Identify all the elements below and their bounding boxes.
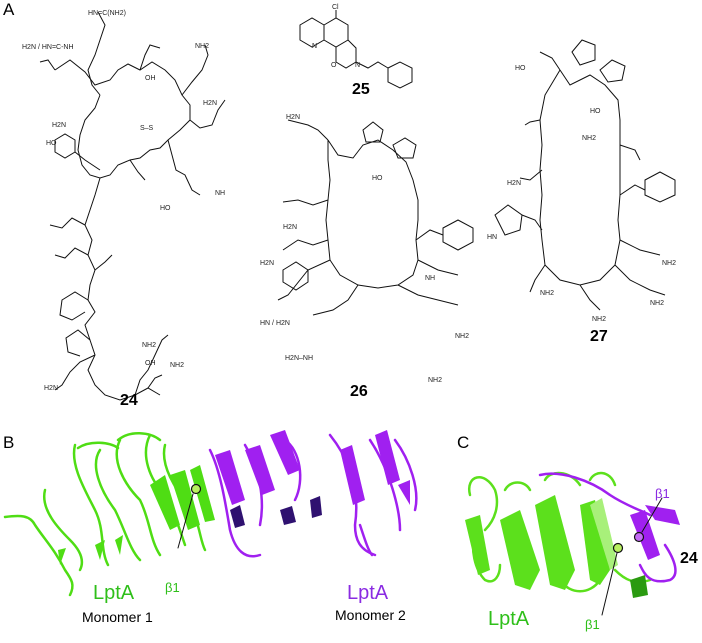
ligand-beta1-label: β1	[655, 486, 670, 501]
chem-label: O	[331, 62, 337, 69]
ligand-24-label: 24	[680, 550, 698, 567]
chem-label: NH2	[592, 316, 607, 323]
monomer2-subtitle: Monomer 2	[335, 607, 406, 623]
lpta-dimer-ribbon	[3, 430, 418, 597]
chem-label: HO	[160, 205, 171, 212]
chem-label: HN / H2N	[260, 320, 290, 327]
chem-label: S–S	[140, 125, 154, 132]
panel-a-label: A	[3, 0, 15, 19]
monomer1-name: LptA	[93, 582, 135, 604]
chem-label: NH2	[195, 43, 210, 50]
chem-label: NH2	[650, 300, 665, 307]
panel-c-label: C	[457, 433, 470, 452]
chem-label: H2N / HN=C-NH	[22, 44, 74, 51]
chem-label: NH	[215, 190, 226, 197]
lpta-ligand-complex-ribbon	[465, 471, 680, 616]
compound-26-label: 26	[350, 383, 368, 400]
compound-24-structure	[39, 11, 226, 401]
chem-label: N	[312, 43, 318, 50]
beta1-strand-label: β1	[165, 580, 180, 595]
chem-label: HO	[590, 108, 601, 115]
chem-label: H2N	[507, 180, 522, 187]
chem-label: NH2	[662, 260, 677, 267]
chem-label: H2N	[260, 260, 275, 267]
monomer1-subtitle: Monomer 1	[82, 609, 153, 625]
compound-25-structure	[299, 10, 413, 89]
monomer2-name: LptA	[347, 582, 389, 604]
chem-label: H2N–NH	[285, 355, 314, 362]
chem-label: Cl	[332, 4, 339, 11]
compound-27-structure	[494, 39, 676, 311]
chem-label: NH2	[142, 342, 157, 349]
protein-beta1-label: β1	[585, 617, 600, 632]
compound-24-label: 24	[120, 392, 138, 409]
chem-label: NH	[425, 275, 436, 282]
chem-label: H2N	[286, 114, 301, 121]
chem-label: H2N	[283, 224, 298, 231]
chem-label: HO	[46, 140, 57, 147]
chem-label: HN	[487, 234, 498, 241]
chem-label: NH2	[540, 290, 555, 297]
chem-label: H2N	[203, 100, 218, 107]
lpta-protein-label: LptA	[488, 608, 530, 630]
compound-25-label: 25	[352, 81, 370, 98]
chem-label: H2N	[52, 122, 67, 129]
compound-27-label: 27	[590, 328, 608, 345]
chem-label: N	[355, 62, 361, 69]
chem-label: OH	[145, 360, 156, 367]
chem-label: NH2	[582, 135, 597, 142]
chem-label: NH2	[428, 377, 443, 384]
chem-label: NH2	[170, 362, 185, 369]
chem-label: OH	[145, 75, 156, 82]
compound-26-structure	[277, 119, 474, 316]
chem-label: H2N	[44, 385, 59, 392]
chem-label: HN=C(NH2)	[88, 10, 126, 17]
chem-label: HO	[515, 65, 526, 72]
chem-label: NH2	[455, 333, 470, 340]
chem-label: HO	[372, 175, 383, 182]
panel-b-label: B	[3, 433, 15, 452]
